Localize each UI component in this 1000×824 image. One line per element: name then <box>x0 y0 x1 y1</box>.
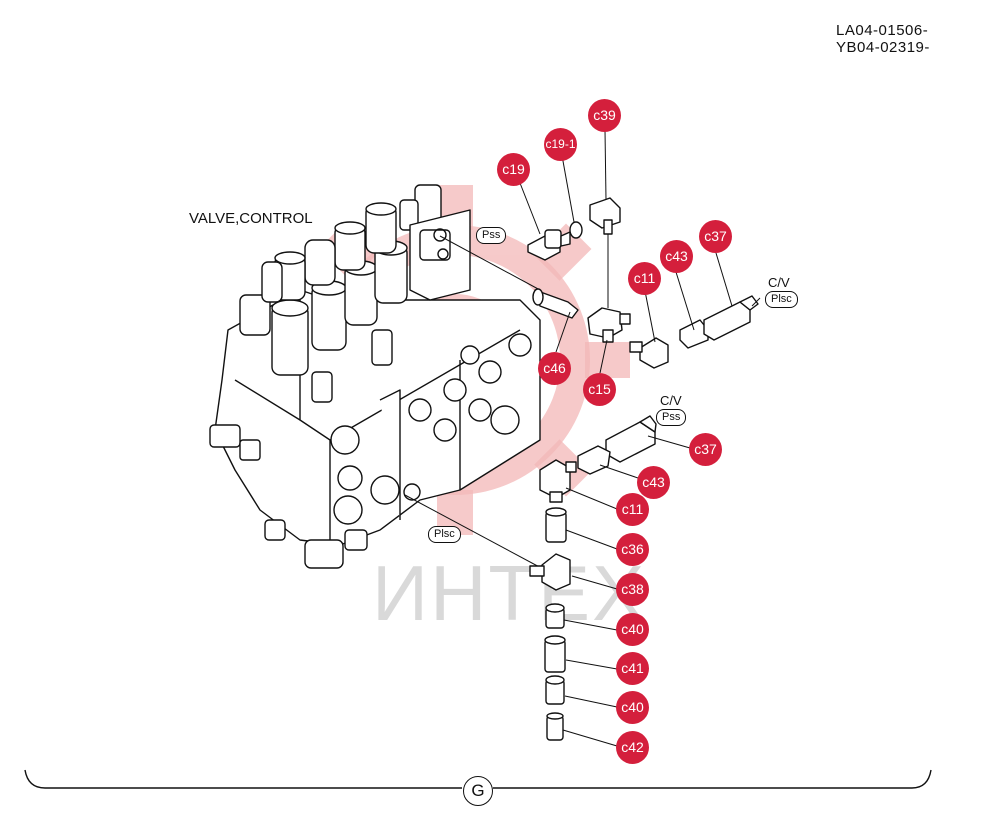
port-label-cv-top: C/V <box>768 275 790 290</box>
elbow-c39 <box>589 197 621 235</box>
valve-c37-lower <box>605 415 657 463</box>
callout-c11-upper[interactable]: c11 <box>628 262 661 295</box>
callout-c46[interactable]: c46 <box>538 352 571 385</box>
serial-number-1: LA04-01506- <box>836 22 929 39</box>
watermark-text: ИНТЕХ <box>372 549 647 637</box>
nut-c40-b <box>545 675 565 705</box>
valve-c37-upper <box>703 295 759 341</box>
plug-c43-lower <box>577 445 611 475</box>
port-label-cv-mid: C/V <box>660 393 682 408</box>
oring-c19-1 <box>569 221 583 239</box>
callout-c37-upper[interactable]: c37 <box>699 220 732 253</box>
port-label-pss-mid: Pss <box>656 409 687 426</box>
callout-c19-1[interactable]: c19-1 <box>544 128 577 161</box>
callout-c43-lower[interactable]: c43 <box>637 466 670 499</box>
tee-c38 <box>529 553 571 591</box>
callout-c36[interactable]: c36 <box>616 533 649 566</box>
fitting-c41 <box>544 635 566 673</box>
elbow-c11-lower <box>539 459 577 503</box>
callout-c19[interactable]: c19 <box>497 153 530 186</box>
fitting-c42 <box>546 712 564 741</box>
callout-c38[interactable]: c38 <box>616 573 649 606</box>
plug-c43-upper <box>679 319 709 349</box>
callout-c39[interactable]: c39 <box>588 99 621 132</box>
callout-c15[interactable]: c15 <box>583 373 616 406</box>
callout-c41[interactable]: c41 <box>616 652 649 685</box>
callout-c40-b[interactable]: c40 <box>616 691 649 724</box>
adapter-c36 <box>545 507 567 543</box>
tee-c15 <box>587 307 631 343</box>
fitting-c19 <box>527 229 571 261</box>
callout-c43-upper[interactable]: c43 <box>660 240 693 273</box>
control-valve-body <box>209 184 541 569</box>
assembly-title: VALVE,CONTROL <box>189 210 313 227</box>
serial-number-2: YB04-02319- <box>836 39 930 56</box>
section-marker: G <box>463 776 493 806</box>
nut-c40-a <box>545 603 565 629</box>
callout-c40-a[interactable]: c40 <box>616 613 649 646</box>
port-label-plsc-top: Plsc <box>765 291 798 308</box>
adapter-c46 <box>532 288 579 319</box>
callout-c11-lower[interactable]: c11 <box>616 493 649 526</box>
callout-c42[interactable]: c42 <box>616 731 649 764</box>
elbow-c11-upper <box>629 337 669 369</box>
port-label-pss-top: Pss <box>476 227 507 244</box>
port-label-plsc-bottom: Plsc <box>428 526 461 543</box>
callout-c37-lower[interactable]: c37 <box>689 433 722 466</box>
